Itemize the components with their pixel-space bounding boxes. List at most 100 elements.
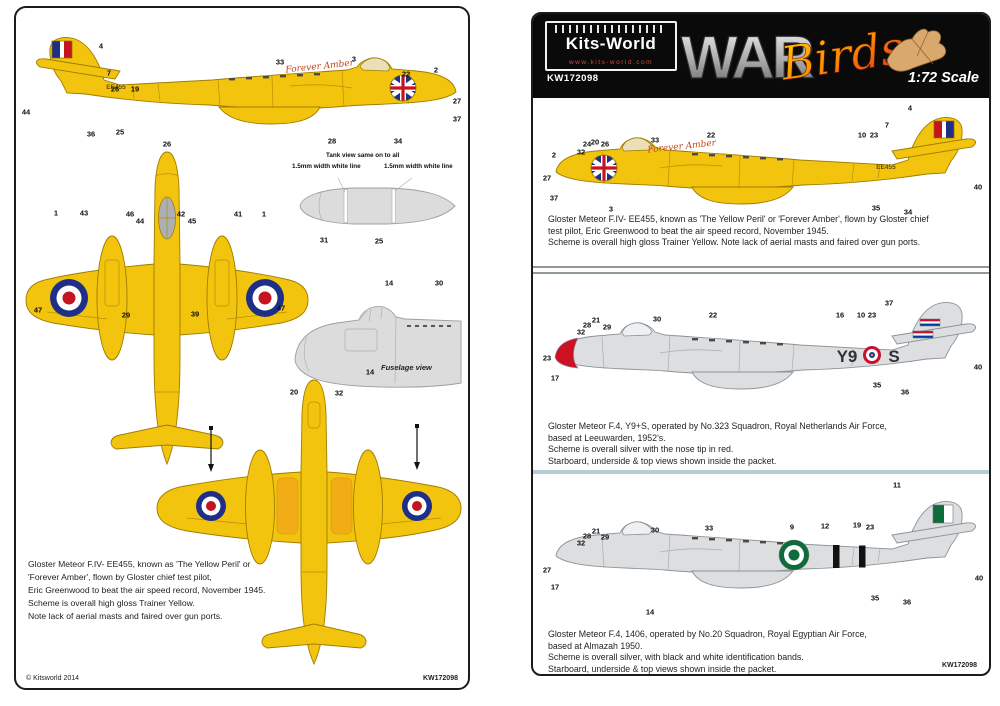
warbirds-logo: WAR Birds [680,20,947,92]
callout-number: 32 [334,388,344,398]
callout-number: 29 [602,322,612,332]
callout-number: 21 [591,526,601,536]
section-divider [533,266,989,274]
callout-number: 23 [865,522,875,532]
brand-name: Kits-World [565,34,657,53]
callout-number: 26 [162,139,172,149]
callout-number: 3 [351,54,357,64]
callout-number: 7 [884,120,890,130]
tank-view-title: Tank view same on to all [326,152,400,159]
callout-number: 27 [542,173,552,183]
callout-number: 32 [576,147,586,157]
callout-number: 22 [401,69,411,79]
caption-line: Starboard, underside & top views shown i… [548,455,777,466]
caption-line: Scheme is overall high gloss Trainer Yel… [548,237,921,247]
red-nose-tip [554,337,579,369]
callout-number: 40 [973,182,983,192]
caption-line: based at Leeuwarden, 1952's. [548,432,666,443]
tank-line-label-right: 1.5mm width white line [384,163,453,170]
callout-number: 46 [125,209,135,219]
callout-number: 43 [79,208,89,218]
brand-website: www.kits-world.com [568,59,654,66]
caption-line: Gloster Meteor F.4, 1406, operated by No… [548,629,867,639]
callout-number: 26 [110,84,120,94]
callout-number: 41 [233,209,243,219]
callout-number: 23 [867,310,877,320]
callout-number: 36 [900,387,910,397]
callout-number: 16 [835,310,845,320]
callout-number: 17 [550,373,560,383]
callout-number: 29 [600,532,610,542]
callout-number: 37 [452,114,462,124]
callout-number: 35 [870,593,880,603]
callout-number: 20 [289,387,299,397]
callout-number: 40 [974,573,984,583]
caption-line: Gloster Meteor F.IV- EE455, known as 'Th… [28,559,251,569]
callout-number: 33 [275,57,285,67]
callout-number: 27 [452,96,462,106]
callout-number: 25 [374,236,384,246]
header-sheet-code: KW172098 [547,73,599,84]
serial-number: EE455 [876,164,896,171]
logo-ticks-icon [555,25,667,33]
caption-line: Eric Greenwood to beat the air speed rec… [28,585,266,595]
callout-number: 28 [327,136,337,146]
callout-number: 37 [549,193,559,203]
copyright: © Kitsworld 2014 [26,675,80,682]
callout-number: 7 [106,68,112,78]
underwing-roundel-left [196,491,226,521]
callout-number: 42 [176,209,186,219]
callout-number: 30 [650,525,660,535]
callout-number: 1 [53,208,59,218]
callout-number: 30 [652,314,662,324]
left-caption: Gloster Meteor F.IV- EE455, known as 'Th… [28,558,265,623]
callout-number: 40 [973,362,983,372]
callout-number: 10 [857,130,867,140]
callout-number: 33 [650,135,660,145]
wing-roundel-right [246,279,284,317]
caption-line: Gloster Meteor F.IV- EE455, known as 'Th… [548,214,929,224]
callout-number: 4 [98,41,104,51]
callout-number: 1 [261,209,267,219]
fin-flash [51,40,73,59]
callout-number: 20 [590,137,600,147]
caption-line: 'Forever Amber', flown by Gloster chief … [28,572,212,582]
union-jack-roundel [389,74,417,102]
callout-number: 45 [187,216,197,226]
callout-number: 12 [820,521,830,531]
caption-line: Scheme is overall high gloss Trainer Yel… [28,598,195,608]
callout-number: 31 [319,235,329,245]
caption-egypt: Gloster Meteor F.4, 1406, operated by No… [548,629,867,675]
callout-number: 2 [433,65,439,75]
kits-world-logo: Kits-World www.kits-world.com [545,21,677,71]
black-id-band [859,545,866,568]
callout-number: 19 [130,84,140,94]
callout-number: 36 [86,129,96,139]
code-letters-y9: Y9 [837,347,858,366]
underwing-roundel-right [402,491,432,521]
callout-number: 19 [852,520,862,530]
caption-line: Starboard, underside & top views shown i… [548,663,777,674]
black-id-band [833,545,840,568]
callout-number: 28 [582,320,592,330]
callout-number: 44 [21,107,31,117]
netherlands-flag-lower [912,330,934,339]
callout-number: 17 [550,582,560,592]
callout-number: 4 [907,103,913,113]
callout-number: 22 [708,310,718,320]
caption-line: Scheme is overall silver with the nose t… [548,444,734,454]
callout-number: 27 [542,565,552,575]
logo-war-text: WAR [681,24,815,91]
sheet-code-left: KW172098 [422,675,458,682]
callout-number: 36 [902,597,912,607]
callout-number: 37 [884,298,894,308]
callout-number: 23 [869,130,879,140]
callout-number: 32 [576,538,586,548]
caption-line: Scheme is overall silver, with black and… [548,652,804,662]
callout-number: 11 [893,480,901,490]
caption-line: Note lack of aerial masts and faired ove… [28,611,223,621]
egypt-roundel [778,539,810,571]
callout-number: 25 [115,127,125,137]
sheet-code-right: KW172098 [941,662,977,669]
